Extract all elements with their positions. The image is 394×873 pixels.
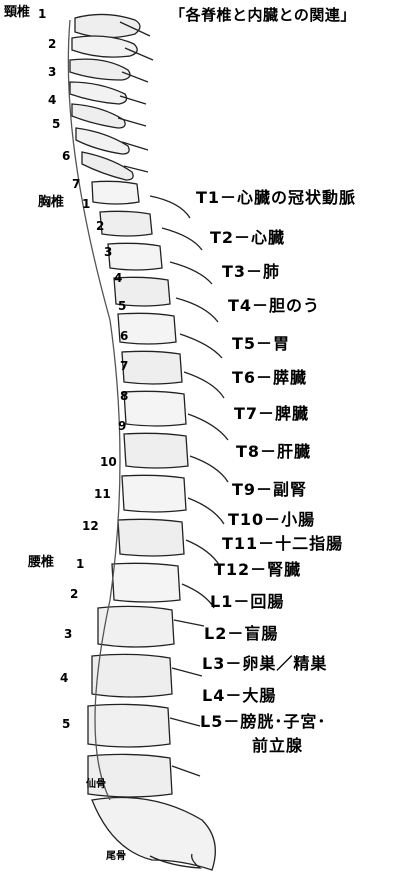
organ-label-t10: T10－小腸	[228, 512, 315, 528]
cervical-number-6: 6	[62, 150, 70, 162]
lumbar-number-5: 5	[62, 718, 70, 730]
organ-label-l5: L5－膀胱･子宮･	[200, 714, 326, 730]
thoracic-number-8: 8	[120, 390, 128, 402]
thoracic-number-9: 9	[118, 420, 126, 432]
lumbar-number-4: 4	[60, 672, 68, 684]
thoracic-number-5: 5	[118, 300, 126, 312]
cervical-number-1: 1	[38, 8, 46, 20]
organ-label-t12: T12－腎臓	[214, 562, 301, 578]
cervical-number-7: 7	[72, 178, 80, 190]
cervical-number-3: 3	[48, 66, 56, 78]
organ-label-t2: T2－心臓	[210, 230, 285, 246]
diagram-title: 「各脊椎と内臓との関連」	[170, 8, 356, 23]
cervical-number-4: 4	[48, 94, 56, 106]
thoracic-number-11: 11	[94, 488, 111, 500]
thoracic-number-3: 3	[104, 246, 112, 258]
organ-label-t5: T5－胃	[232, 336, 290, 352]
organ-label-l2: L2－盲腸	[204, 626, 278, 642]
thoracic-number-12: 12	[82, 520, 99, 532]
thoracic-number-1: 1	[82, 198, 90, 210]
organ-label-l5-cont: 前立腺	[252, 738, 303, 754]
organ-label-l3: L3－卵巣／精巣	[202, 656, 327, 672]
thoracic-number-2: 2	[96, 220, 104, 232]
thoracic-label: 胸椎	[38, 196, 64, 209]
organ-label-l1: L1－回腸	[210, 594, 284, 610]
thoracic-number-6: 6	[120, 330, 128, 342]
cervical-label: 頸椎	[4, 6, 30, 19]
organ-label-t4: T4－胆のう	[228, 298, 320, 314]
cervical-number-5: 5	[52, 118, 60, 130]
lumbar-number-3: 3	[64, 628, 72, 640]
cervical-number-2: 2	[48, 38, 56, 50]
thoracic-number-10: 10	[100, 456, 117, 468]
organ-label-t7: T7－脾臓	[234, 406, 309, 422]
organ-label-t9: T9－副腎	[232, 482, 307, 498]
organ-label-t1: T1－心臓の冠状動脈	[196, 190, 356, 206]
organ-label-t6: T6－膵臓	[232, 370, 307, 386]
thoracic-number-4: 4	[114, 272, 122, 284]
organ-label-t11: T11－十二指腸	[222, 536, 343, 552]
lumbar-number-2: 2	[70, 588, 78, 600]
organ-label-t8: T8－肝臓	[236, 444, 311, 460]
sacrum-label: 仙骨	[86, 780, 106, 790]
lumbar-number-1: 1	[76, 558, 84, 570]
thoracic-number-7: 7	[120, 360, 128, 372]
lumbar-label: 腰椎	[28, 556, 54, 569]
coccyx-label: 尾骨	[106, 852, 126, 862]
organ-label-t3: T3－肺	[222, 264, 280, 280]
organ-label-l4: L4－大腸	[202, 688, 276, 704]
